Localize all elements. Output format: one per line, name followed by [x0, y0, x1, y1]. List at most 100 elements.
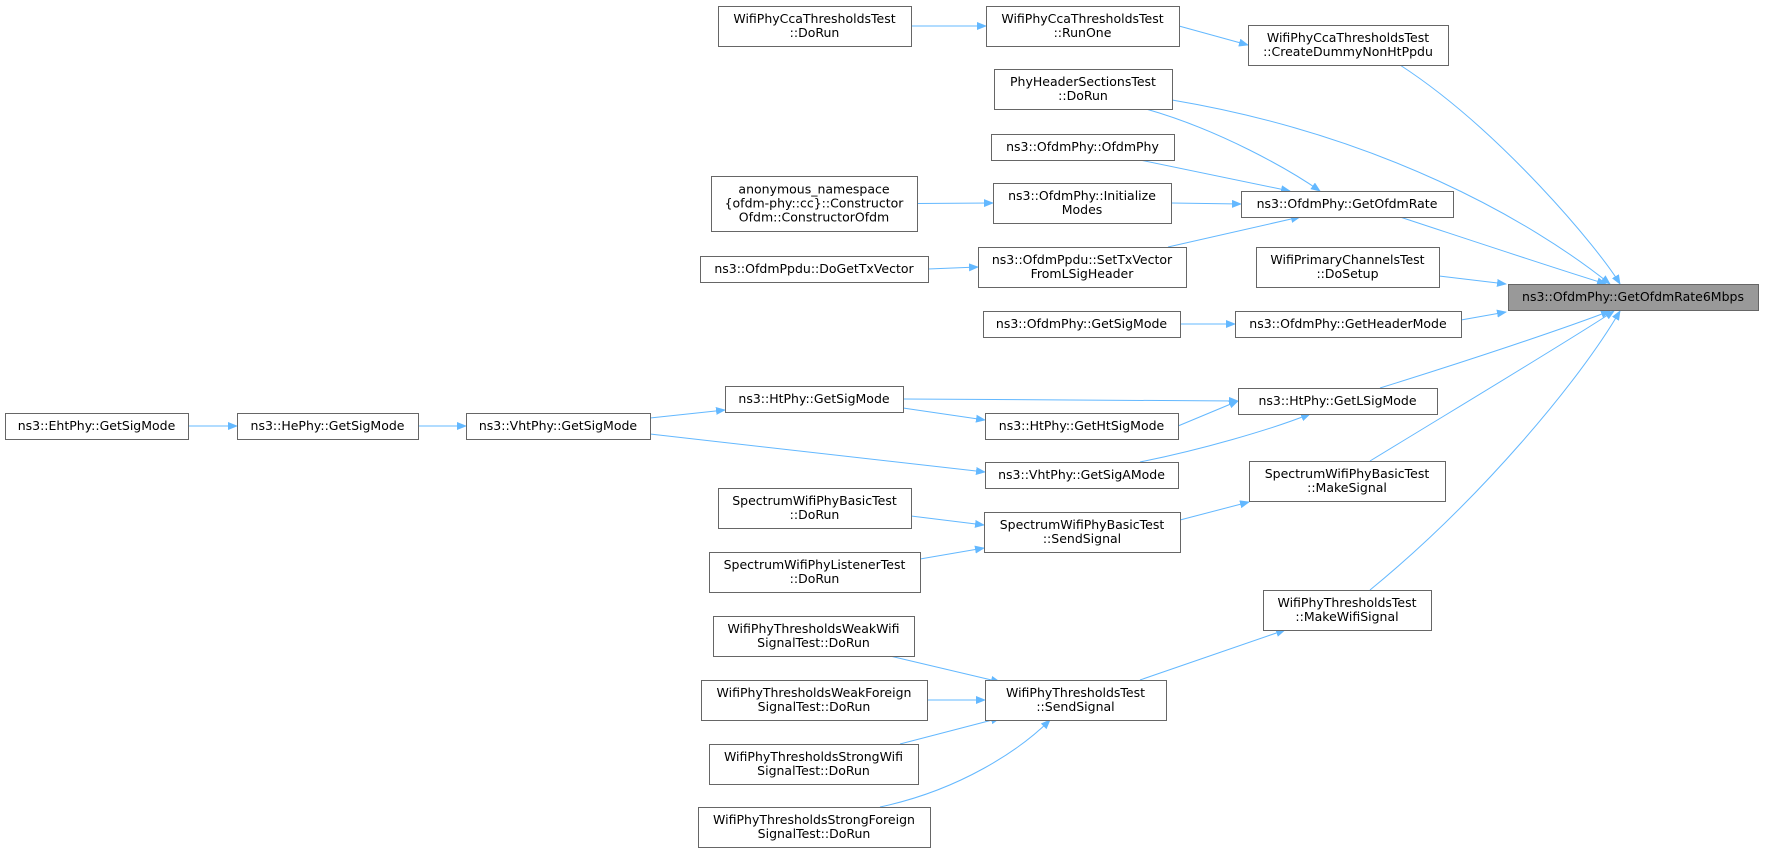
node-box — [993, 183, 1172, 224]
node-label: anonymous_namespace — [738, 182, 889, 197]
node-label: ns3::OfdmPhy::Initialize — [1008, 188, 1156, 203]
edge-swpb_sendsignal-to-swpb_makesignal — [1179, 500, 1250, 521]
node-label: WifiPhyThresholdsTest — [1006, 685, 1145, 700]
node-box — [985, 462, 1179, 489]
edge-wpt_strongforeign-to-wpt_sendsignal — [879, 719, 1051, 808]
node-he-getsigmode[interactable]: ns3::HePhy::GetSigMode — [237, 413, 419, 440]
node-box — [991, 134, 1175, 161]
node-label: ::DoRun — [790, 571, 840, 586]
edge-vht_getsigmode-to-ht_getsigmode — [649, 406, 726, 419]
node-label: SpectrumWifiPhyBasicTest — [732, 493, 897, 508]
node-swpb-dorun[interactable]: SpectrumWifiPhyBasicTest::DoRun — [718, 488, 912, 529]
edge-phyheader_dorun-to-root — [1171, 99, 1611, 285]
node-label: ns3::OfdmPhy::GetSigMode — [996, 316, 1168, 331]
node-wpt-strongwifi[interactable]: WifiPhyThresholdsStrongWifiSignalTest::D… — [709, 744, 919, 785]
node-wpt-weakforeign[interactable]: WifiPhyThresholdsWeakForeignSignalTest::… — [701, 680, 928, 721]
node-box — [1248, 25, 1449, 66]
edge-getheadermode-to-root — [1460, 309, 1507, 321]
node-label: ns3::OfdmPhy::GetHeaderMode — [1249, 316, 1447, 331]
node-label: ns3::OfdmPhy::GetOfdmRate6Mbps — [1522, 289, 1744, 304]
node-box — [698, 807, 931, 848]
node-anon-ctor[interactable]: anonymous_namespace{ofdm-phy::cc}::Const… — [711, 176, 918, 232]
node-wpt-weakwifi[interactable]: WifiPhyThresholdsWeakWifiSignalTest::DoR… — [713, 616, 915, 657]
node-label: WifiPhyThresholdsWeakWifi — [727, 621, 899, 636]
node-box — [985, 413, 1179, 440]
edge-swpl_dorun-to-swpb_sendsignal — [919, 545, 985, 560]
node-getheadermode[interactable]: ns3::OfdmPhy::GetHeaderMode — [1235, 311, 1462, 338]
node-ht-getsigmode[interactable]: ns3::HtPhy::GetSigMode — [725, 386, 904, 413]
node-swpb-sendsignal[interactable]: SpectrumWifiPhyBasicTest::SendSignal — [984, 512, 1181, 553]
node-label: WifiPhyCcaThresholdsTest — [1267, 30, 1429, 45]
edge-phyheader_dorun-to-getofdmrate — [1145, 108, 1321, 192]
node-label: ::MakeWifiSignal — [1295, 609, 1398, 624]
edge-cca_create-to-root — [1399, 64, 1621, 285]
node-box — [1263, 590, 1432, 631]
node-label: WifiPhyThresholdsWeakForeign — [717, 685, 912, 700]
node-label: SignalTest::DoRun — [757, 635, 870, 650]
node-label: ns3::HePhy::GetSigMode — [251, 418, 405, 433]
node-vht-getsigmode[interactable]: ns3::VhtPhy::GetSigMode — [466, 413, 651, 440]
node-primary-setup[interactable]: WifiPrimaryChannelsTest::DoSetup — [1256, 247, 1440, 288]
node-swpb-makesignal[interactable]: SpectrumWifiPhyBasicTest::MakeSignal — [1249, 461, 1446, 502]
node-label: ::CreateDummyNonHtPpdu — [1263, 44, 1433, 59]
node-getofdmrate[interactable]: ns3::OfdmPhy::GetOfdmRate — [1241, 191, 1454, 218]
node-label: ::DoRun — [790, 25, 840, 40]
node-box — [700, 256, 929, 283]
node-box — [725, 386, 904, 413]
node-box — [237, 413, 419, 440]
edge-wpt_makewifisignal-to-root — [1369, 310, 1621, 591]
node-label: ns3::OfdmPpdu::SetTxVector — [992, 252, 1173, 267]
node-eht-getsigmode[interactable]: ns3::EhtPhy::GetSigMode — [5, 413, 189, 440]
node-label: ::DoSetup — [1316, 266, 1378, 281]
node-label: WifiPhyCcaThresholdsTest — [1001, 11, 1163, 26]
node-swpl-dorun[interactable]: SpectrumWifiPhyListenerTest::DoRun — [709, 552, 921, 593]
node-label: Modes — [1062, 202, 1103, 217]
node-box — [711, 176, 918, 232]
edge-wpt_strongwifi-to-wpt_sendsignal — [899, 716, 1001, 745]
node-vht-getsigamode[interactable]: ns3::VhtPhy::GetSigAMode — [985, 462, 1179, 489]
node-label: WifiPhyCcaThresholdsTest — [733, 11, 895, 26]
node-label: FromLSigHeader — [1031, 266, 1135, 281]
node-box — [5, 413, 189, 440]
edge-vht_getsigamode-to-getlsigmode — [1139, 413, 1311, 463]
edge-swpb_dorun-to-swpb_sendsignal — [910, 515, 985, 528]
edge-wpt_sendsignal-to-wpt_makewifisignal — [1139, 629, 1286, 681]
node-box — [1235, 311, 1462, 338]
edge-swpb_makesignal-to-root — [1369, 310, 1615, 462]
node-label: ns3::OfdmPhy::GetOfdmRate — [1257, 196, 1438, 211]
node-label: ::RunOne — [1054, 25, 1112, 40]
node-box — [713, 616, 915, 657]
node-label: Ofdm::ConstructorOfdm — [739, 210, 889, 225]
edge-dogettxvector-to-settxvector — [927, 263, 979, 272]
node-cca-create[interactable]: WifiPhyCcaThresholdsTest::CreateDummyNon… — [1248, 25, 1449, 66]
node-label: ns3::HtPhy::GetSigMode — [738, 391, 889, 406]
node-label: SpectrumWifiPhyListenerTest — [724, 557, 906, 572]
node-cca-runone[interactable]: WifiPhyCcaThresholdsTest::RunOne — [986, 6, 1180, 47]
edge-initmodes-to-getofdmrate — [1170, 199, 1242, 208]
node-wpt-strongforeign[interactable]: WifiPhyThresholdsStrongForeignSignalTest… — [698, 807, 931, 848]
node-root[interactable]: ns3::OfdmPhy::GetOfdmRate6Mbps — [1508, 284, 1759, 311]
node-label: ns3::OfdmPpdu::DoGetTxVector — [714, 261, 914, 276]
node-label: WifiPhyThresholdsStrongWifi — [724, 749, 903, 764]
node-label: ::DoRun — [790, 507, 840, 522]
node-phyheader-dorun[interactable]: PhyHeaderSectionsTest::DoRun — [994, 69, 1173, 110]
node-ht-gethtsigmode[interactable]: ns3::HtPhy::GetHtSigMode — [985, 413, 1179, 440]
node-label: ns3::EhtPhy::GetSigMode — [18, 418, 176, 433]
node-dogettxvector[interactable]: ns3::OfdmPpdu::DoGetTxVector — [700, 256, 929, 283]
edge-ht_getsigmode-to-getlsigmode — [902, 396, 1239, 405]
node-box — [1249, 461, 1446, 502]
node-label: ns3::HtPhy::GetHtSigMode — [999, 418, 1165, 433]
node-ofdm-getsigmode[interactable]: ns3::OfdmPhy::GetSigMode — [983, 311, 1181, 338]
node-box — [984, 512, 1181, 553]
node-label: ns3::HtPhy::GetLSigMode — [1258, 393, 1416, 408]
node-label: ns3::VhtPhy::GetSigMode — [479, 418, 638, 433]
edges-layer — [188, 22, 1621, 808]
node-ofdmphy-ctor[interactable]: ns3::OfdmPhy::OfdmPhy — [991, 134, 1175, 161]
node-wpt-sendsignal[interactable]: WifiPhyThresholdsTest::SendSignal — [985, 680, 1167, 721]
node-box — [1241, 191, 1454, 218]
node-cca-dorun[interactable]: WifiPhyCcaThresholdsTest::DoRun — [718, 6, 912, 47]
node-wpt-makewifisignal[interactable]: WifiPhyThresholdsTest::MakeWifiSignal — [1263, 590, 1432, 631]
node-getlsigmode[interactable]: ns3::HtPhy::GetLSigMode — [1238, 388, 1438, 415]
